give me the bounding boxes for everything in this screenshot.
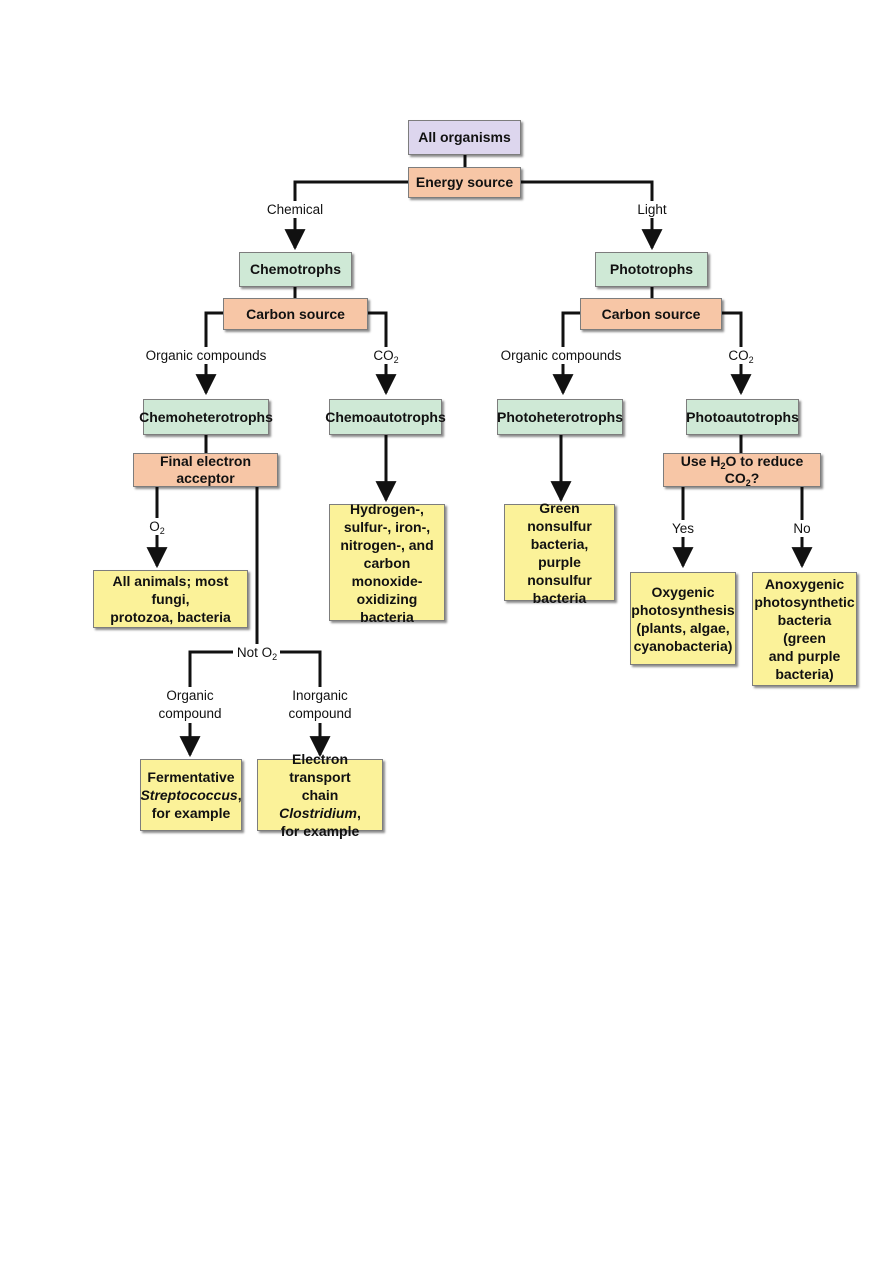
label-co2-right: CO2 — [726, 347, 756, 365]
node-photoheterotrophs-text: Photoheterotrophs — [497, 408, 623, 425]
connector-carbon-right-co2 — [722, 311, 752, 396]
connector-energy-chemical — [284, 180, 408, 251]
node-electron-transport-text: Electron transport chain Clostridium, for … — [262, 750, 378, 840]
label-o2: O2 — [146, 518, 168, 536]
node-use-h2o-middle: O to reduce CO — [724, 453, 804, 486]
node-final-electron-acceptor-text: Final electron acceptor — [159, 453, 252, 486]
node-use-h2o-prefix: Use H — [680, 453, 721, 469]
label-chemical: Chemical — [264, 201, 326, 218]
node-oxygenic-photosynthesis: Oxygenic photosynthesis (plants, algae, … — [630, 572, 736, 665]
node-all-animals: All animals; most fungi, protozoa, bacte… — [93, 570, 248, 628]
connector-carbon-right-organic — [552, 311, 580, 396]
label-organic-compounds-left: Organic compounds — [143, 347, 269, 364]
node-chemoautotroph-examples-text: Hydrogen-, sulfur-, iron-, nitrogen-, an… — [340, 500, 434, 625]
node-chemoautotrophs-text: Chemoautotrophs — [325, 408, 446, 425]
node-electron-transport-line3: for example — [280, 823, 360, 839]
label-co2-left: CO2 — [371, 347, 401, 365]
node-energy-source: Energy source — [408, 167, 521, 198]
node-use-h2o-sub2: 2 — [745, 478, 751, 488]
node-electron-transport-line2-suffix: , — [356, 805, 361, 821]
node-photoheterotroph-examples: Green nonsulfur bacteria, purple nonsulf… — [504, 500, 615, 606]
label-organic-compound: Organic compound — [156, 687, 224, 723]
node-use-h2o-question-text: Use H2O to reduce CO2? — [668, 453, 816, 488]
node-photoheterotrophs: Photoheterotrophs — [497, 399, 623, 435]
label-not-o2-sub: 2 — [272, 652, 278, 662]
node-chemoautotroph-examples: Hydrogen-, sulfur-, iron-, nitrogen-, an… — [329, 501, 445, 625]
label-co2-left-sub: 2 — [393, 355, 399, 365]
node-chemotrophs: Chemotrophs — [239, 252, 352, 287]
label-no: No — [791, 520, 813, 537]
node-energy-source-text: Energy source — [415, 174, 514, 190]
node-photoheterotroph-examples-text: Green nonsulfur bacteria, purple nonsulf… — [527, 499, 592, 606]
node-final-electron-acceptor: Final electron acceptor — [133, 453, 278, 487]
node-all-animals-text: All animals; most fungi, protozoa, bacte… — [110, 573, 231, 625]
node-photoautotrophs-text: Photoautotrophs — [686, 408, 799, 425]
node-anoxygenic-bacteria-text: Anoxygenic photosynthetic bacteria (gree… — [754, 576, 855, 682]
node-electron-transport: Electron transport chain Clostridium, for … — [257, 751, 383, 839]
node-chemoheterotrophs: Chemoheterotrophs — [139, 399, 273, 435]
node-fermentative-line3: for example — [151, 805, 231, 821]
node-electron-transport-line1: Electron transport — [289, 751, 351, 785]
node-phototrophs-text: Phototrophs — [609, 261, 694, 277]
label-not-o2: Not O2 — [233, 644, 281, 662]
node-fermentative-line2: Streptococcus — [140, 787, 238, 803]
node-carbon-source-left-text: Carbon source — [246, 305, 345, 322]
connector-carbon-left-co2 — [368, 311, 397, 396]
label-o2-sub: 2 — [159, 526, 165, 536]
node-use-h2o-suffix: ? — [750, 470, 760, 486]
node-chemoheterotrophs-text: Chemoheterotrophs — [139, 408, 273, 425]
node-electron-transport-line2-prefix: chain — [301, 787, 339, 803]
label-inorganic-compound: Inorganic compound — [286, 687, 354, 723]
node-photoautotrophs: Photoautotrophs — [686, 399, 799, 435]
node-fermentative-line2-suffix: , — [237, 787, 242, 803]
node-anoxygenic-bacteria: Anoxygenic photosynthetic bacteria (gree… — [752, 572, 857, 686]
node-chemoautotrophs: Chemoautotrophs — [325, 399, 446, 435]
node-use-h2o-sub1: 2 — [720, 461, 726, 471]
node-carbon-source-right: Carbon source — [580, 298, 722, 330]
label-co2-right-sub: 2 — [748, 355, 754, 365]
node-carbon-source-left: Carbon source — [223, 298, 368, 330]
label-co2-right-main: CO — [728, 348, 749, 363]
connector-carbon-left-organic — [195, 311, 223, 396]
label-co2-left-main: CO — [373, 348, 394, 363]
label-o2-main: O — [149, 519, 160, 534]
connector-energy-light — [520, 180, 663, 251]
node-all-organisms-text: All organisms — [418, 129, 511, 145]
label-light: Light — [635, 201, 669, 218]
label-yes: Yes — [669, 520, 697, 537]
node-oxygenic-photosynthesis-text: Oxygenic photosynthesis (plants, algae, … — [631, 583, 735, 654]
node-electron-transport-line2-italic: Clostridium — [279, 805, 357, 821]
label-not-o2-main: Not O — [236, 645, 273, 660]
node-all-organisms: All organisms — [408, 120, 521, 155]
label-organic-compounds-right: Organic compounds — [498, 347, 624, 364]
node-phototrophs: Phototrophs — [595, 252, 708, 287]
node-use-h2o-question: Use H2O to reduce CO2? — [663, 453, 821, 488]
node-chemotrophs-text: Chemotrophs — [250, 261, 341, 277]
node-carbon-source-right-text: Carbon source — [601, 305, 701, 322]
node-fermentative-line1: Fermentative — [147, 769, 235, 785]
